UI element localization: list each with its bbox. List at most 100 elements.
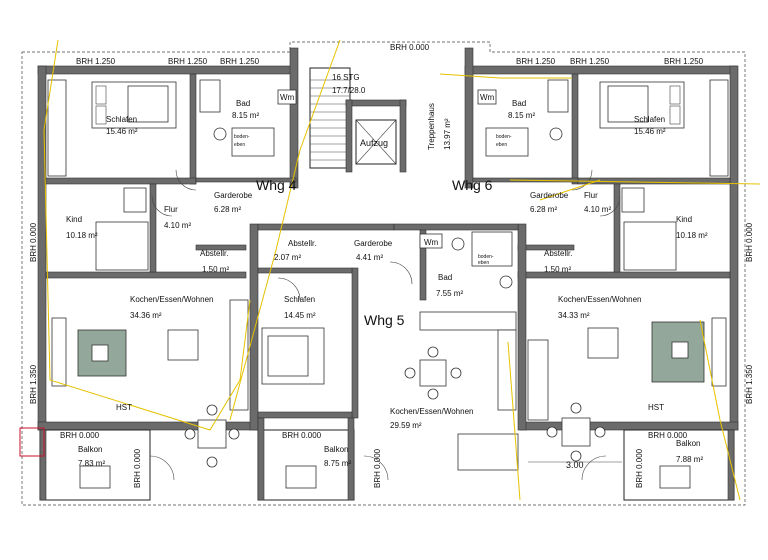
room-garderobe-r: Garderobe xyxy=(530,191,569,200)
dimension-300: 3.00 xyxy=(566,460,584,470)
brh-left-low: BRH 1.350 xyxy=(29,364,38,404)
room-kochen-l-area: 34.36 m² xyxy=(130,311,162,320)
dining-center xyxy=(404,346,462,400)
room-flur-l: Flur xyxy=(164,205,178,214)
room-abstell-c-area: 2.07 m² xyxy=(274,253,301,262)
room-bad-l: Bad xyxy=(236,99,250,108)
unit-whg5: Whg 5 xyxy=(364,312,405,328)
room-garderobe-r-area: 6.28 m² xyxy=(530,205,557,214)
brh-right-low: BRH 1.350 xyxy=(745,364,754,404)
eben-left: eben xyxy=(234,142,245,148)
balconies xyxy=(39,417,735,501)
bath-right-fixtures xyxy=(477,79,569,157)
wm-left: Wm xyxy=(280,93,295,102)
room-balkon-l: Balkon xyxy=(78,445,102,454)
room-abstell-l: Abstellr. xyxy=(200,249,228,258)
living-right xyxy=(587,317,727,387)
unit-whg4: Whg 4 xyxy=(256,177,297,193)
room-abstell-c: Abstellr. xyxy=(288,239,316,248)
room-kochen-l: Kochen/Essen/Wohnen xyxy=(130,295,213,304)
boden-center: boden- xyxy=(478,254,494,260)
boden-right: boden- xyxy=(496,134,512,140)
brh-top-center: BRH 0.000 xyxy=(390,43,430,52)
annotation-lines xyxy=(43,39,761,501)
wardrobe-right xyxy=(709,79,729,177)
bed-right xyxy=(599,81,685,129)
room-abstell-r-area: 1.50 m² xyxy=(544,265,571,274)
room-balkon-c-area: 8.75 m² xyxy=(324,459,351,468)
interior-walls-left xyxy=(45,73,297,279)
room-garderobe-c: Garderobe xyxy=(354,239,393,248)
wm-right: Wm xyxy=(480,93,495,102)
labels: BRH 0.000 BRH 1.250 BRH 1.250 BRH 1.250 … xyxy=(29,43,754,488)
kind-bed-right xyxy=(623,221,677,271)
bath-left-fixtures xyxy=(199,79,297,157)
room-kind-l: Kind xyxy=(66,215,82,224)
brh-left-mid: BRH 0.000 xyxy=(29,222,38,262)
sofa-center xyxy=(457,433,519,471)
room-balkon-r-area: 7.88 m² xyxy=(676,455,703,464)
room-abstell-r: Abstellr. xyxy=(544,249,572,258)
room-schlafen-r: Schlafen xyxy=(634,115,665,124)
dining-right xyxy=(546,402,606,462)
room-treppenhaus-area: 13.97 m² xyxy=(443,118,452,150)
room-kochen-c: Kochen/Essen/Wohnen xyxy=(390,407,473,416)
room-kind-r-area: 10.18 m² xyxy=(676,231,708,240)
wardrobe-left xyxy=(47,79,67,177)
room-bad-c-area: 7.55 m² xyxy=(436,289,463,298)
brh-balcony-3-side: BRH 0.000 xyxy=(635,448,644,488)
stair-dims: 17.7/28.0 xyxy=(332,86,366,95)
unit-whg6: Whg 6 xyxy=(452,177,493,193)
room-flur-r-area: 4.10 m² xyxy=(584,205,611,214)
kitchen-counter-center xyxy=(419,311,517,331)
room-schlafen-l: Schlafen xyxy=(106,115,137,124)
room-bad-c: Bad xyxy=(438,273,452,282)
room-flur-l-area: 4.10 m² xyxy=(164,221,191,230)
room-bad-l-area: 8.15 m² xyxy=(232,111,259,120)
stair-steps: 16 STG xyxy=(332,73,360,82)
brh-top-2: BRH 1.250 xyxy=(168,57,208,66)
wm-center: Wm xyxy=(424,238,439,247)
wardrobe-kind-right xyxy=(621,187,645,213)
door-swings xyxy=(149,169,621,481)
brh-right-mid: BRH 0.000 xyxy=(745,222,754,262)
room-balkon-c: Balkon xyxy=(324,445,348,454)
room-garderobe-c-area: 4.41 m² xyxy=(356,253,383,262)
room-garderobe-l: Garderobe xyxy=(214,191,253,200)
brh-balcony-1: BRH 0.000 xyxy=(60,431,100,440)
eben-center: eben xyxy=(478,260,489,266)
room-schlafen-c: Schlafen xyxy=(284,295,315,304)
bed-left xyxy=(91,81,177,129)
brh-balcony-2-side: BRH 0.000 xyxy=(373,448,382,488)
eben-right: eben xyxy=(496,142,507,148)
room-flur-r: Flur xyxy=(584,191,598,200)
kitchen-counter-center-2 xyxy=(497,329,517,411)
bed-center xyxy=(261,327,325,385)
brh-balcony-3: BRH 0.000 xyxy=(648,431,688,440)
room-abstell-l-area: 1.50 m² xyxy=(202,265,229,274)
stairwell xyxy=(309,67,407,173)
brh-top-5: BRH 1.250 xyxy=(570,57,610,66)
room-schlafen-r-area: 15.46 m² xyxy=(634,127,666,136)
room-kind-r: Kind xyxy=(676,215,692,224)
room-schlafen-l-area: 15.46 m² xyxy=(106,127,138,136)
brh-top-1: BRH 1.250 xyxy=(76,57,116,66)
interior-walls-center xyxy=(249,223,527,431)
boden-left: boden- xyxy=(234,134,250,140)
kitchen-counter-right xyxy=(527,339,549,421)
room-balkon-l-area: 7.83 m² xyxy=(78,459,105,468)
room-kind-l-area: 10.18 m² xyxy=(66,231,98,240)
wardrobe-kind-left xyxy=(123,187,147,213)
dining-left xyxy=(184,404,240,468)
room-garderobe-l-area: 6.28 m² xyxy=(214,205,241,214)
balcony-marker xyxy=(19,427,45,457)
brh-top-6: BRH 1.250 xyxy=(664,57,704,66)
brh-top-3: BRH 1.250 xyxy=(220,57,260,66)
brh-top-4: BRH 1.250 xyxy=(516,57,556,66)
room-aufzug: Aufzug xyxy=(360,138,388,148)
room-bad-r-area: 8.15 m² xyxy=(508,111,535,120)
room-bad-r: Bad xyxy=(512,99,526,108)
brh-balcony-2: BRH 0.000 xyxy=(282,431,322,440)
room-kochen-c-area: 29.59 m² xyxy=(390,421,422,430)
